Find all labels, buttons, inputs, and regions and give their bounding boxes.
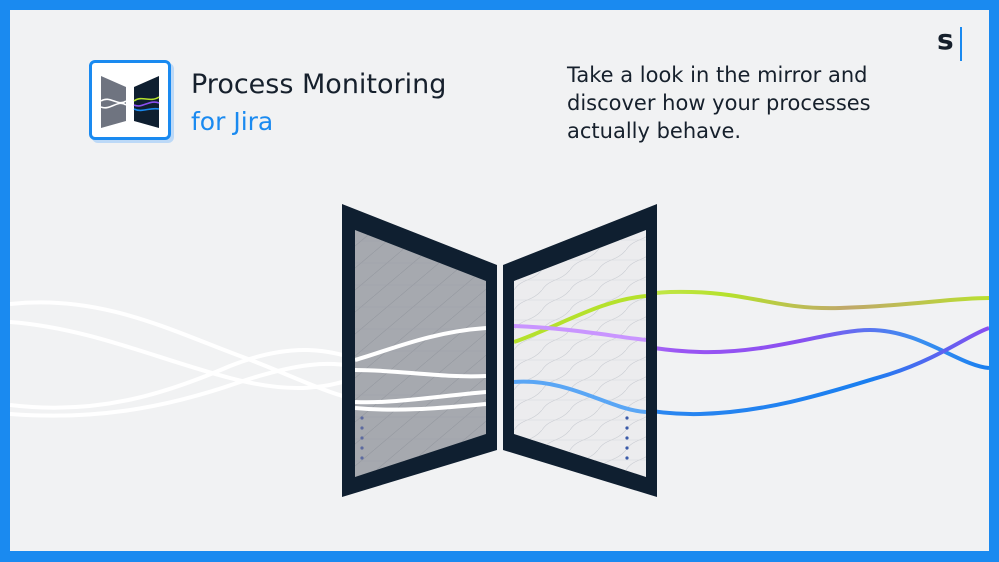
tagline-line: discover how your processes [567,91,871,115]
slide: Process Monitoring for Jira Take a look … [10,10,989,551]
mirror-illustration [10,204,989,497]
product-title: Process Monitoring [191,69,447,100]
mirror-logo-icon [100,76,160,128]
brand-bar [960,27,962,61]
app-logo [89,60,171,140]
tagline-line: Take a look in the mirror and [567,63,868,87]
mirror-right-panel [503,204,657,497]
brand-s-icon: s [937,23,954,56]
tagline: Take a look in the mirror and discover h… [567,61,927,145]
mirror-left-panel [342,204,497,497]
product-subtitle: for Jira [191,107,274,136]
tagline-line: actually behave. [567,119,742,143]
